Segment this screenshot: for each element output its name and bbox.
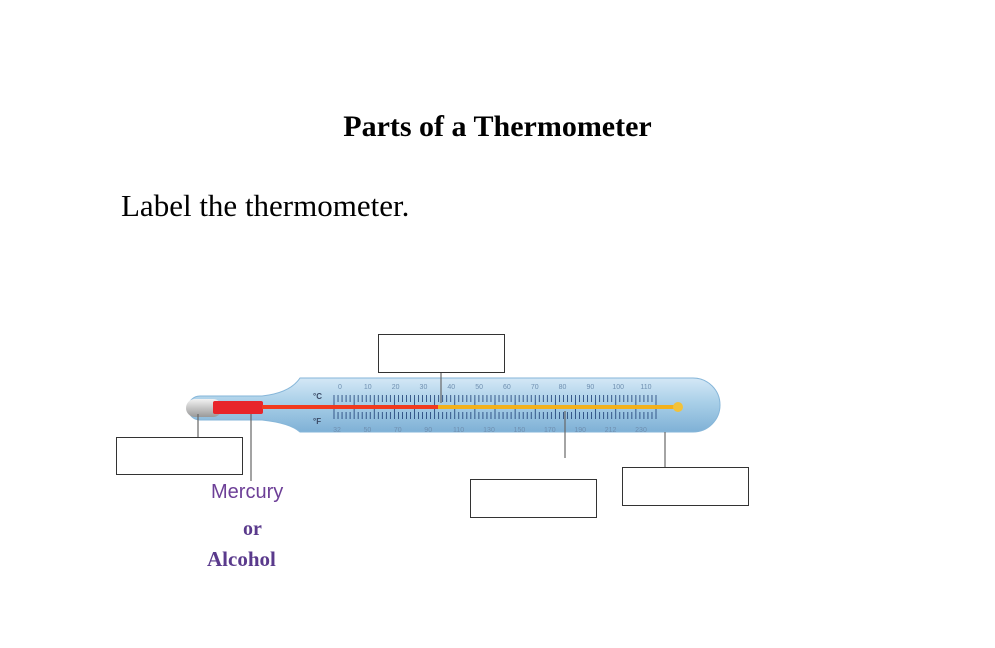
fahrenheit-tick-label: 130 (483, 427, 495, 434)
celsius-tick-label: 70 (531, 384, 539, 391)
liquid-bulb (213, 401, 263, 414)
alcohol-label: Alcohol (207, 547, 276, 571)
label-box-left[interactable] (116, 437, 243, 475)
fahrenheit-tick-labels: 32 50 70 90 110 130 150 170 190 212 230 (333, 427, 647, 434)
label-box-right[interactable] (622, 467, 749, 506)
liquid-column-yellow (438, 405, 678, 409)
celsius-tick-label: 80 (559, 384, 567, 391)
celsius-tick-label: 90 (586, 384, 594, 391)
fahrenheit-tick-label: 230 (635, 427, 647, 434)
mercury-label: Mercury (211, 481, 284, 503)
page-title: Parts of a Thermometer (343, 110, 652, 143)
instruction-text: Label the thermometer. (121, 188, 410, 223)
celsius-tick-label: 50 (475, 384, 483, 391)
celsius-symbol: °C (313, 392, 322, 401)
celsius-tick-label: 60 (503, 384, 511, 391)
fahrenheit-tick-label: 50 (364, 427, 372, 434)
fahrenheit-tick-label: 110 (453, 427, 464, 434)
column-end (673, 402, 683, 412)
fahrenheit-tick-label: 70 (394, 427, 402, 434)
label-box-top[interactable] (378, 334, 505, 373)
fahrenheit-tick-label: 212 (605, 427, 617, 434)
celsius-tick-labels: 0 10 20 30 40 50 60 70 80 90 100 110 (338, 384, 652, 391)
fahrenheit-tick-label: 170 (544, 427, 556, 434)
celsius-tick-label: 0 (338, 384, 342, 391)
celsius-tick-label: 10 (364, 384, 372, 391)
fahrenheit-tick-label: 150 (514, 427, 526, 434)
fahrenheit-tick-label: 190 (574, 427, 586, 434)
label-box-middle[interactable] (470, 479, 597, 518)
fahrenheit-tick-label: 90 (424, 427, 432, 434)
celsius-tick-marks (333, 395, 657, 405)
fahrenheit-tick-label: 32 (333, 427, 341, 434)
fahrenheit-symbol: °F (313, 417, 321, 426)
fahrenheit-tick-marks (333, 409, 657, 419)
celsius-tick-label: 40 (447, 384, 455, 391)
celsius-tick-label: 100 (612, 384, 624, 391)
liquid-column-red (262, 405, 438, 409)
celsius-tick-label: 110 (640, 384, 651, 391)
celsius-tick-label: 30 (420, 384, 428, 391)
or-label: or (243, 518, 262, 540)
celsius-tick-label: 20 (392, 384, 400, 391)
